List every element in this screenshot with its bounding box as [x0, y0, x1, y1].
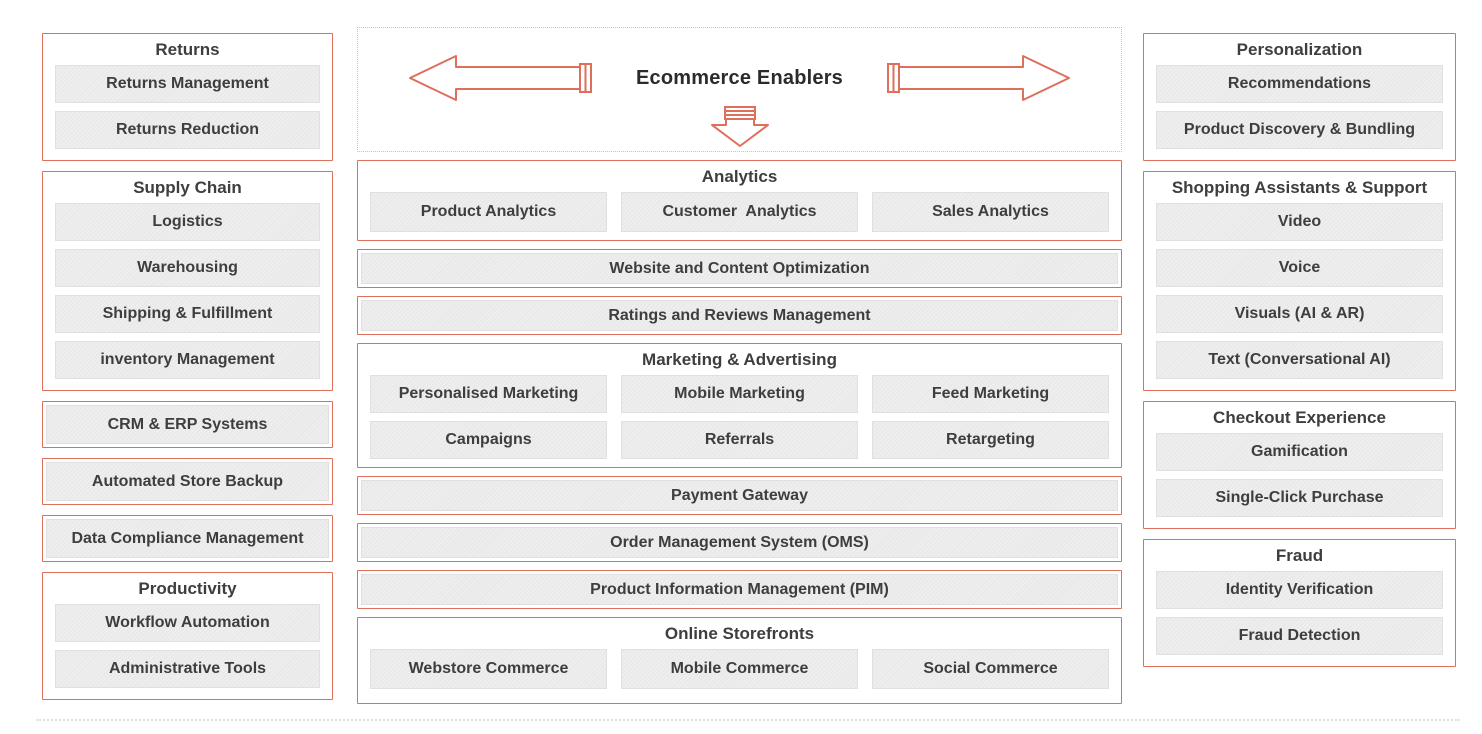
productivity-items: Workflow Automation Administrative Tools	[43, 604, 332, 699]
shopping-assistants-items: Video Voice Visuals (AI & AR) Text (Conv…	[1144, 203, 1455, 390]
header-ecommerce-enablers: Ecommerce Enablers	[357, 27, 1122, 152]
section-online-storefronts: Online Storefronts Webstore Commerce Mob…	[357, 617, 1122, 704]
section-marketing-advertising: Marketing & Advertising Personalised Mar…	[357, 343, 1122, 468]
section-checkout-experience: Checkout Experience Gamification Single-…	[1143, 401, 1456, 529]
box-single-click-purchase: Single-Click Purchase	[1156, 479, 1443, 517]
box-video: Video	[1156, 203, 1443, 241]
box-identity-verification: Identity Verification	[1156, 571, 1443, 609]
section-personalization: Personalization Recommendations Product …	[1143, 33, 1456, 161]
section-title-marketing-advertising: Marketing & Advertising	[642, 350, 837, 369]
section-analytics: Analytics Product Analytics Customer Ana…	[357, 160, 1122, 241]
box-referrals: Referrals	[621, 421, 858, 459]
right-arrow-icon	[887, 55, 1071, 101]
bottom-dotted-divider	[36, 719, 1460, 721]
section-shopping-assistants-support: Shopping Assistants & Support Video Voic…	[1143, 171, 1456, 391]
box-workflow-automation: Workflow Automation	[55, 604, 320, 642]
bar-payment-gateway: Payment Gateway	[357, 476, 1122, 515]
box-webstore-commerce: Webstore Commerce	[370, 649, 607, 689]
checkout-experience-items: Gamification Single-Click Purchase	[1144, 433, 1455, 528]
returns-items: Returns Management Returns Reduction	[43, 65, 332, 160]
box-website-and-content-optimization: Website and Content Optimization	[361, 253, 1118, 284]
bar-crm-erp-systems: CRM & ERP Systems	[42, 401, 333, 448]
diagram-title: Ecommerce Enablers	[635, 66, 844, 89]
box-product-discovery-bundling: Product Discovery & Bundling	[1156, 111, 1443, 149]
marketing-items: Personalised Marketing Mobile Marketing …	[358, 375, 1121, 467]
section-title-checkout-experience: Checkout Experience	[1213, 408, 1386, 427]
bar-data-compliance-management: Data Compliance Management	[42, 515, 333, 562]
box-warehousing: Warehousing	[55, 249, 320, 287]
down-arrow-icon	[710, 106, 769, 147]
left-arrow-icon	[408, 55, 592, 101]
box-automated-store-backup: Automated Store Backup	[46, 462, 329, 501]
box-ratings-and-reviews-management: Ratings and Reviews Management	[361, 300, 1118, 331]
left-column: Returns Returns Management Returns Reduc…	[42, 33, 333, 700]
section-title-analytics: Analytics	[701, 167, 778, 186]
bar-order-management-system: Order Management System (OMS)	[357, 523, 1122, 562]
box-data-compliance-management: Data Compliance Management	[46, 519, 329, 558]
box-product-information-management: Product Information Management (PIM)	[361, 574, 1118, 605]
box-retargeting: Retargeting	[872, 421, 1109, 459]
box-gamification: Gamification	[1156, 433, 1443, 471]
bar-automated-store-backup: Automated Store Backup	[42, 458, 333, 505]
section-title-online-storefronts: Online Storefronts	[664, 624, 815, 643]
box-mobile-marketing: Mobile Marketing	[621, 375, 858, 413]
box-administrative-tools: Administrative Tools	[55, 650, 320, 688]
box-returns-reduction: Returns Reduction	[55, 111, 320, 149]
section-supply-chain: Supply Chain Logistics Warehousing Shipp…	[42, 171, 333, 391]
section-title-supply-chain: Supply Chain	[133, 178, 242, 197]
bar-website-and-content-optimization: Website and Content Optimization	[357, 249, 1122, 288]
box-sales-analytics: Sales Analytics	[872, 192, 1109, 232]
box-returns-management: Returns Management	[55, 65, 320, 103]
section-title-productivity: Productivity	[138, 579, 237, 598]
box-visuals-ai-ar: Visuals (AI & AR)	[1156, 295, 1443, 333]
box-fraud-detection: Fraud Detection	[1156, 617, 1443, 655]
section-productivity: Productivity Workflow Automation Adminis…	[42, 572, 333, 700]
center-column: Ecommerce Enablers Analytics Product Ana…	[357, 27, 1122, 704]
box-voice: Voice	[1156, 249, 1443, 287]
box-social-commerce: Social Commerce	[872, 649, 1109, 689]
box-feed-marketing: Feed Marketing	[872, 375, 1109, 413]
section-title-personalization: Personalization	[1236, 40, 1363, 59]
box-crm-erp-systems: CRM & ERP Systems	[46, 405, 329, 444]
right-column: Personalization Recommendations Product …	[1143, 33, 1456, 667]
storefront-items: Webstore Commerce Mobile Commerce Social…	[358, 649, 1121, 703]
section-title-shopping-assistants-support: Shopping Assistants & Support	[1171, 178, 1428, 197]
box-order-management-system: Order Management System (OMS)	[361, 527, 1118, 558]
box-inventory-management: inventory Management	[55, 341, 320, 379]
box-product-analytics: Product Analytics	[370, 192, 607, 232]
box-recommendations: Recommendations	[1156, 65, 1443, 103]
box-mobile-commerce: Mobile Commerce	[621, 649, 858, 689]
section-title-fraud: Fraud	[1275, 546, 1324, 565]
box-customer-analytics: Customer Analytics	[621, 192, 858, 232]
section-returns: Returns Returns Management Returns Reduc…	[42, 33, 333, 161]
header-row: Ecommerce Enablers	[406, 52, 1073, 104]
box-payment-gateway: Payment Gateway	[361, 480, 1118, 511]
box-logistics: Logistics	[55, 203, 320, 241]
bar-ratings-and-reviews-management: Ratings and Reviews Management	[357, 296, 1122, 335]
section-title-returns: Returns	[155, 40, 220, 59]
fraud-items: Identity Verification Fraud Detection	[1144, 571, 1455, 666]
section-fraud: Fraud Identity Verification Fraud Detect…	[1143, 539, 1456, 667]
box-personalised-marketing: Personalised Marketing	[370, 375, 607, 413]
bar-product-information-management: Product Information Management (PIM)	[357, 570, 1122, 609]
box-campaigns: Campaigns	[370, 421, 607, 459]
analytics-items: Product Analytics Customer Analytics Sal…	[358, 192, 1121, 240]
box-text-conversational-ai: Text (Conversational AI)	[1156, 341, 1443, 379]
box-shipping-fulfillment: Shipping & Fulfillment	[55, 295, 320, 333]
supply-chain-items: Logistics Warehousing Shipping & Fulfill…	[43, 203, 332, 390]
personalization-items: Recommendations Product Discovery & Bund…	[1144, 65, 1455, 160]
